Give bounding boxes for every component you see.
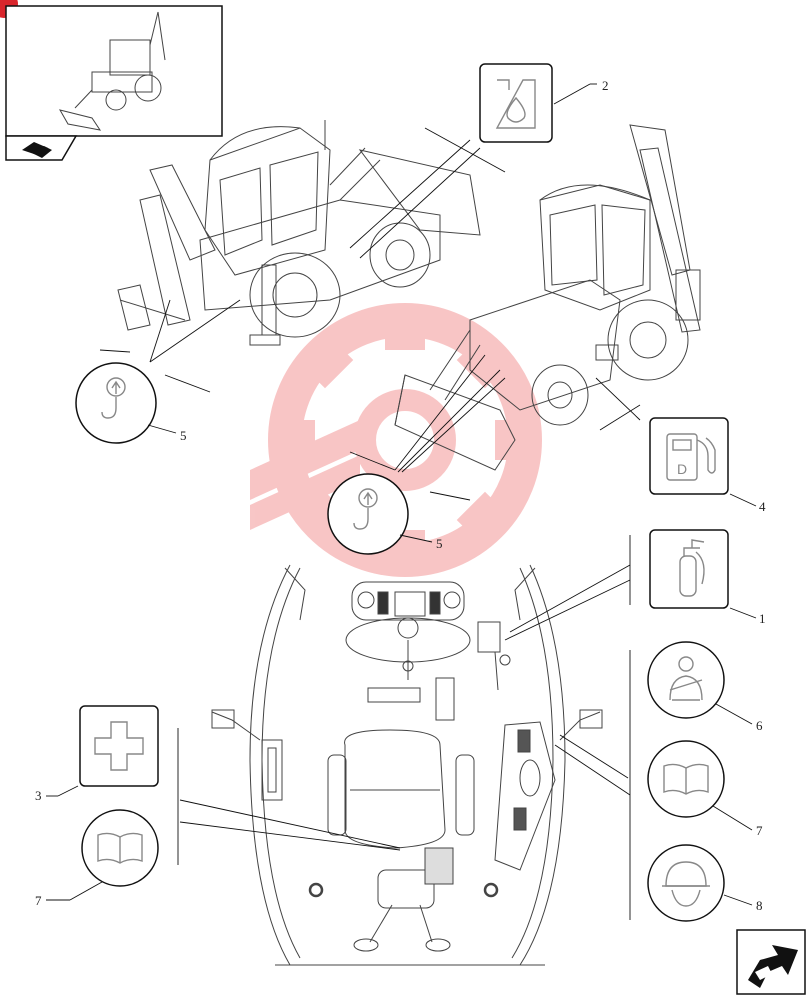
callout-6: 6 (756, 718, 763, 733)
decal-5-lifting-hook-icon (327, 473, 433, 555)
callout-4: 4 (759, 499, 766, 514)
next-page-arrow-button[interactable] (736, 929, 806, 995)
callout-8: 8 (756, 898, 763, 913)
backhoe-front-view (394, 124, 701, 471)
decal-2-hydraulic-fluid-icon (479, 63, 597, 143)
cab-interior (211, 564, 603, 966)
backhoe-rear-view (117, 120, 481, 346)
decal-8-hard-hat-icon (647, 844, 753, 922)
callout-7: 7 (35, 893, 42, 908)
svg-text:D: D (677, 461, 687, 477)
decal-3-first-aid-icon (46, 705, 159, 797)
callout-5: 5 (180, 428, 187, 443)
callout-1: 1 (759, 611, 766, 626)
decal-5-lifting-hook-icon (75, 362, 177, 444)
thumbnail-box (5, 5, 223, 161)
leader-lines (99, 127, 641, 920)
folder-icon (22, 142, 52, 158)
callout-5: 5 (436, 536, 443, 551)
callout-7: 7 (756, 823, 763, 838)
thumbnail-backhoe (58, 11, 166, 131)
callout-3: 3 (35, 788, 42, 803)
decal-6-seat-belt-icon (647, 641, 753, 725)
decal-7-read-manual-icon (647, 740, 753, 831)
callout-2: 2 (602, 78, 609, 93)
decal-4-diesel-fuel-icon: D (649, 417, 757, 507)
decal-1-fire-extinguisher-icon (649, 529, 757, 619)
decal-7-read-manual-icon (46, 809, 159, 901)
